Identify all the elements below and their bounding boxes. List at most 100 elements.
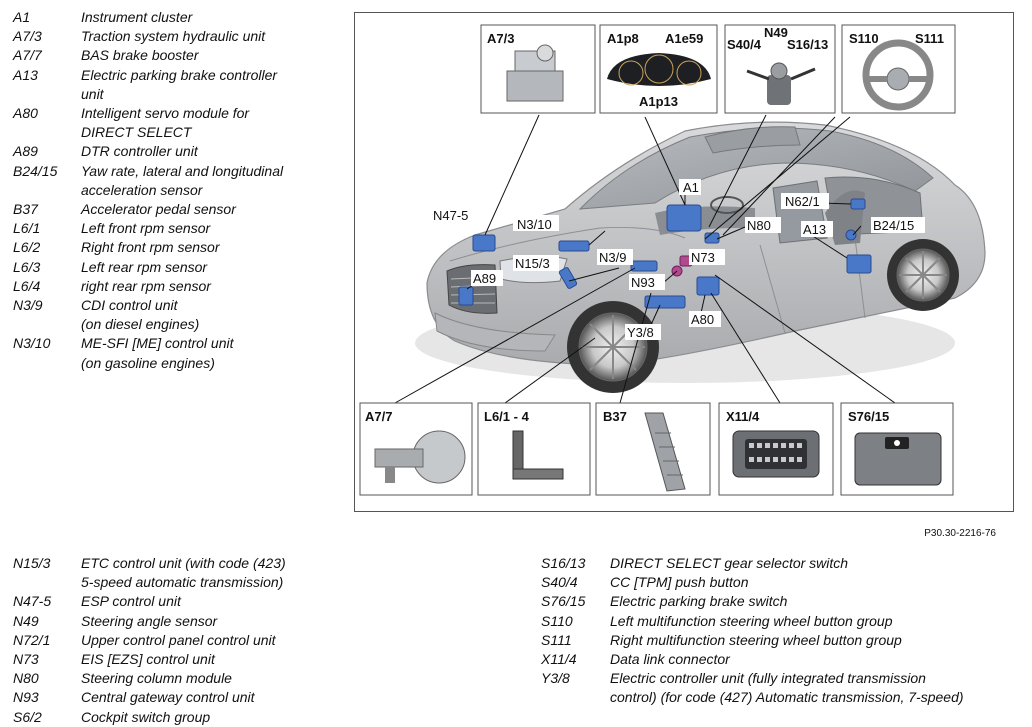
callout-a1: A1 (683, 180, 699, 195)
legend-entry: L6/3 Left rear rpm sensor (13, 258, 343, 277)
legend-description: Right front rpm sensor (81, 238, 343, 257)
legend-code: B24/15 (13, 162, 58, 179)
legend-description: EIS [EZS] control unit (81, 650, 533, 669)
legend-code: S76/15 (541, 593, 586, 610)
module-n3-9 (630, 260, 658, 272)
callout-n15-3: N15/3 (515, 256, 550, 271)
reference-code: P30.30-2216-76 (924, 528, 996, 539)
panel-a7-3-label: A7/3 (487, 31, 514, 46)
callout-y3-8: Y3/8 (627, 325, 654, 340)
legend-code: L6/1 (13, 220, 41, 237)
panel-column-label-s40-4: S40/4 (727, 37, 762, 52)
legend-description-line: Electric parking brake controller (81, 66, 278, 83)
callout-n3-10: N3/10 (517, 217, 552, 232)
component-modules (458, 198, 872, 309)
legend-description: Right multifunction steering wheel butto… (610, 631, 1021, 650)
legend-description-line: Traction system hydraulic unit (81, 28, 266, 45)
legend-description-line: Upper control panel control unit (81, 631, 276, 648)
legend-description: DTR controller unit (81, 142, 343, 161)
legend-description-line: ESP control unit (81, 593, 181, 610)
legend-description: Left rear rpm sensor (81, 258, 343, 277)
legend-code: S16/13 (541, 555, 586, 571)
legend-description-line: right rear rpm sensor (81, 277, 211, 294)
panel-wheel-label-s111: S111 (915, 31, 944, 46)
callout-a80: A80 (691, 312, 714, 327)
legend-description-line: Central gateway control unit (81, 689, 255, 706)
legend-description-line: ETC control unit (with code (423) (81, 555, 286, 571)
legend-description: DIRECT SELECT gear selector switch (610, 554, 1021, 573)
callout-b24-15: B24/15 (873, 218, 914, 233)
legend-bottom-right: S16/13 DIRECT SELECT gear selector switch… (541, 554, 1021, 708)
legend-code: N49 (13, 612, 39, 629)
module-n47-5 (472, 234, 496, 252)
panel-cluster-label-a1p8: A1p8 (607, 31, 639, 46)
legend-code: B37 (13, 201, 38, 218)
legend-description-line: DIRECT SELECT (81, 124, 192, 141)
module-a13 (846, 254, 872, 274)
legend-entry: N73 EIS [EZS] control unit (13, 650, 533, 669)
legend-code: A80 (13, 105, 38, 122)
legend-description-line: Electric parking brake switch (610, 593, 788, 610)
legend-code: N3/10 (13, 335, 51, 352)
legend-entry: S76/15 Electric parking brake switch (541, 592, 1021, 611)
module-n62-1 (850, 198, 866, 210)
legend-description-line: Right front rpm sensor (81, 239, 220, 256)
legend-description-line: Steering column module (81, 670, 232, 687)
panel-pedal: B37 (595, 402, 711, 496)
legend-code: X11/4 (541, 651, 577, 668)
legend-description-line: CC [TPM] push button (610, 574, 749, 591)
panel-cluster: A1p8 A1e59 A1p13 (599, 24, 718, 114)
legend-code: N73 (13, 651, 39, 668)
legend-description-line: Electric controller unit (fully integrat… (610, 670, 926, 687)
legend-code: L6/2 (13, 239, 41, 256)
legend-description-line: DTR controller unit (81, 143, 198, 160)
legend-entry: N3/10 ME-SFI [ME] control unit(on gasolin… (13, 334, 343, 372)
legend-entry: S111 Right multifunction steering wheel b… (541, 631, 1021, 650)
legend-code: L6/3 (13, 258, 41, 275)
legend-description-line: EIS [EZS] control unit (81, 651, 215, 668)
legend-description-line: (on diesel engines) (81, 316, 200, 333)
legend-description-line: Data link connector (610, 651, 730, 668)
panel-a7-7: A7/7 (359, 402, 473, 496)
callout-n73: N73 (691, 250, 715, 265)
module-n3-10 (558, 240, 590, 252)
legend-code: A7/7 (13, 47, 42, 64)
callout-a13: A13 (803, 222, 826, 237)
legend-description: Upper control panel control unit (81, 631, 533, 650)
legend-code: S111 (541, 631, 572, 648)
module-n80 (704, 232, 720, 244)
legend-description: Electric parking brake switch (610, 592, 1021, 611)
legend-description-line: DIRECT SELECT gear selector switch (610, 555, 849, 571)
legend-description: Left multifunction steering wheel button… (610, 612, 1021, 631)
panel-switch-label: S76/15 (848, 409, 889, 424)
legend-description: ME-SFI [ME] control unit(on gasoline eng… (81, 334, 343, 372)
panel-column-label-n49: N49 (764, 25, 788, 40)
panel-steering-column: N49 S40/4 S16/13 (724, 24, 836, 114)
legend-description-line: BAS brake booster (81, 47, 199, 64)
module-a1 (666, 204, 702, 232)
panel-wheel-label-s110: S110 (849, 31, 879, 46)
legend-code: N15/3 (13, 555, 51, 571)
legend-description: Instrument cluster (81, 8, 343, 27)
legend-code: A13 (13, 66, 38, 83)
callout-n62-1: N62/1 (785, 194, 820, 209)
legend-description: Traction system hydraulic unit (81, 27, 343, 46)
legend-description-line: Cockpit switch group (81, 708, 211, 725)
legend-description-line: acceleration sensor (81, 181, 203, 198)
legend-code: N3/9 (13, 297, 43, 314)
panel-cluster-label-a1p13: A1p13 (639, 94, 678, 109)
legend-description-line: control) (for code (427) Automatic trans… (610, 689, 964, 706)
panel-parking-switch: S76/15 (840, 402, 954, 496)
legend-description: CDI control unit(on diesel engines) (81, 296, 343, 334)
